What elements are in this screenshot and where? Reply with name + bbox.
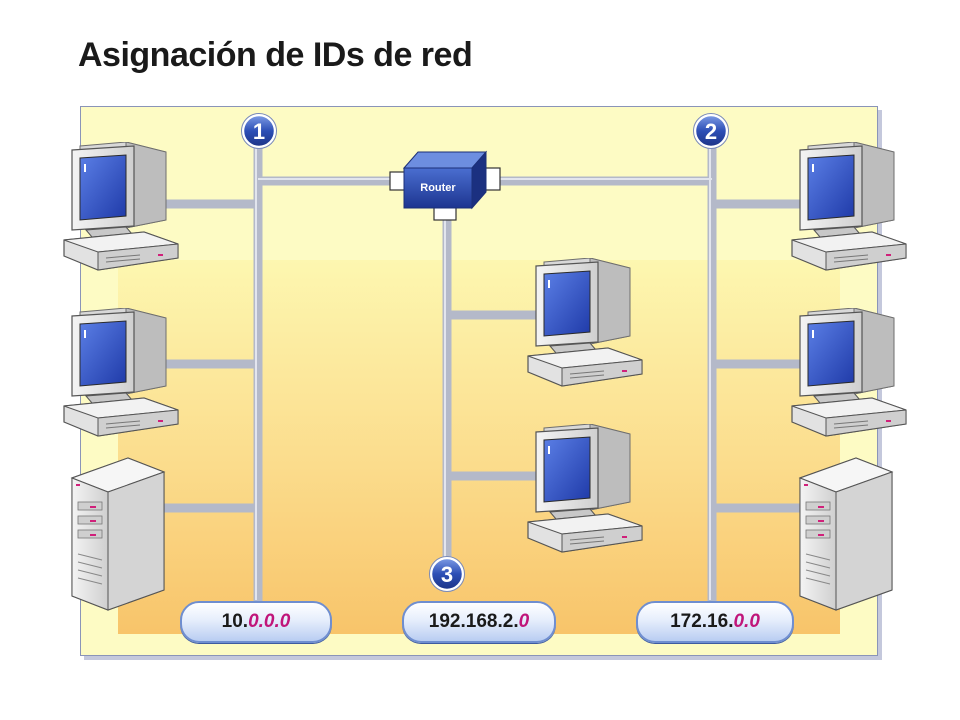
badge-1: 1 [241, 113, 277, 149]
computer-icon [527, 258, 643, 387]
badge-1-number: 1 [253, 119, 265, 144]
network-id-2-network: 192.168.2. [428, 611, 519, 632]
network-id-label-1: 10.0.0.0 [180, 601, 332, 643]
network-id-label-3: 172.16.0.0 [636, 601, 794, 643]
badge-3: 3 [429, 556, 465, 592]
server-icon [799, 457, 893, 611]
badge-3-number: 3 [441, 562, 453, 587]
network-id-1-network: 10. [221, 611, 249, 632]
computer-icon [527, 424, 643, 553]
router-icon: Router [389, 150, 501, 221]
computer-icon [63, 308, 179, 437]
network-id-1-host: 0.0.0 [248, 611, 291, 632]
badge-2-number: 2 [705, 119, 717, 144]
server-icon [71, 457, 165, 611]
computer-icon [63, 142, 179, 271]
page-title: Asignación de IDs de red [78, 36, 473, 74]
network-cables [145, 130, 805, 605]
network-id-2-host: 0 [518, 611, 530, 632]
network-id-label-2: 192.168.2.0 [402, 601, 556, 643]
badge-2: 2 [693, 113, 729, 149]
network-id-3-host: 0.0 [733, 611, 760, 632]
computer-icon [791, 308, 907, 437]
computer-icon [791, 142, 907, 271]
router-label: Router [420, 182, 456, 194]
diagram-background [118, 260, 840, 634]
network-id-3-network: 172.16. [670, 611, 734, 632]
